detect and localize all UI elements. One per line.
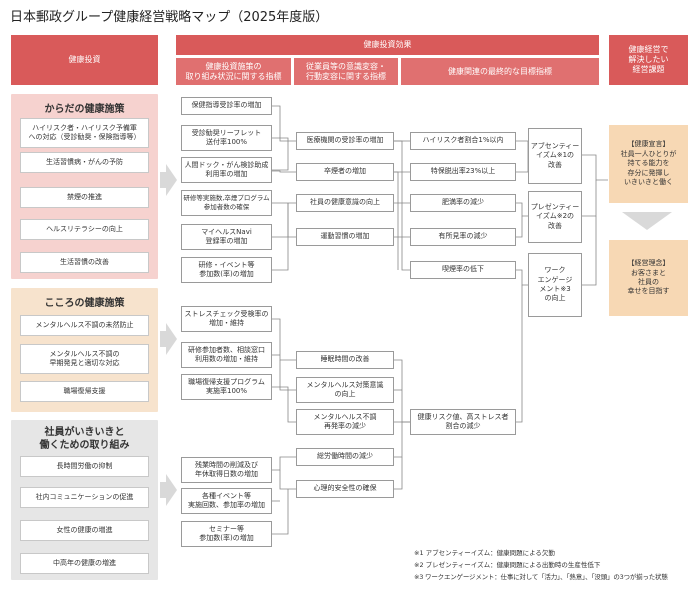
col1-return-program: 職場復帰支援プログラム 実施率100% [181, 374, 272, 400]
goal-management-philosophy-body: お客さまと 社員の 幸せを目指す [627, 268, 670, 296]
col2-quit-smokers: 卒煙者の増加 [296, 163, 394, 181]
mind-item-prevention: メンタルヘルス不調の未然防止 [20, 315, 149, 336]
col2-sleep: 睡眠時間の改善 [296, 351, 394, 369]
arrow-down [622, 212, 672, 230]
col1-seminar: セミナー等 参加数(率)の増加 [181, 521, 272, 547]
col3-health-risk: 健康リスク値、高ストレス者 割合の減少 [410, 409, 516, 435]
col3-obesity: 肥満率の減少 [410, 194, 516, 212]
header-col3: 健康関連の最終的な目標指標 [401, 58, 599, 85]
col1-navi-registration: マイヘルスNavi 登録率の増加 [181, 224, 272, 250]
goal-management-philosophy-title: 【経営理念】 [627, 259, 670, 268]
col1-counseling: 研修参加者数、相談窓口 利用数の増加・維持 [181, 342, 272, 368]
col2-working-hours: 総労働時間の減少 [296, 448, 394, 466]
arrow-work [160, 474, 177, 506]
work-item-communication: 社内コミュニケーションの促進 [20, 487, 149, 508]
col2-medical-visit: 医療機関の受診率の増加 [296, 132, 394, 150]
col2-exercise: 運動習慣の増加 [296, 228, 394, 246]
col3-findings: 有所見率の減少 [410, 228, 516, 246]
header-col1: 健康投資施策の 取り組み状況に関する指標 [176, 58, 291, 85]
link-lines [272, 105, 608, 535]
header-investment: 健康投資 [11, 35, 158, 85]
page-title: 日本郵政グループ健康経営戦略マップ（2025年度版） [10, 10, 329, 25]
body-item-literacy: ヘルスリテラシーの向上 [20, 219, 149, 240]
mind-item-return: 職場復帰支援 [20, 381, 149, 402]
col1-stress-check: ストレスチェック受検率の 増加・維持 [181, 306, 272, 332]
body-item-prevention: 生活習慣病・がんの予防 [20, 152, 149, 173]
col2-mental-awareness: メンタルヘルス対策意識 の向上 [296, 377, 394, 403]
arrow-body [160, 164, 177, 196]
goal-health-declaration: 【健康宣言】 社員一人ひとりが 持てる能力を 存分に発揮し いきいきと働く [609, 125, 688, 203]
work-item-women: 女性の健康の増進 [20, 520, 149, 541]
goal-health-declaration-body: 社員一人ひとりが 持てる能力を 存分に発揮し いきいきと働く [620, 149, 677, 187]
col1-guidance-rate: 保健指導受診率の増加 [181, 97, 272, 115]
body-item-lifestyle: 生活習慣の改善 [20, 252, 149, 273]
col4-absenteeism: アブセンティー イズム※1の 改善 [528, 128, 582, 184]
mind-item-early: メンタルヘルス不調の 早期発見と適切な対応 [20, 344, 149, 374]
col1-leaflet-rate: 受診勧奨リーフレット 送付率100% [181, 125, 272, 151]
work-item-overtime: 長時間労働の抑制 [20, 456, 149, 477]
col1-event-count: 各種イベント等 実施回数、参加率の増加 [181, 488, 272, 514]
footnote-1: ※1 アブセンティーイズム：健康問題による欠勤 [414, 549, 555, 557]
header-issues: 健康経営で 解決したい 経営課題 [609, 35, 688, 85]
footnote-3: ※3 ワークエンゲージメント：仕事に対して「活力」、「熱意」、「没頭」の3つが揃… [414, 573, 668, 581]
goal-management-philosophy: 【経営理念】 お客さまと 社員の 幸せを目指す [609, 240, 688, 316]
arrow-mind [160, 323, 177, 355]
body-item-smoking: 禁煙の推進 [20, 187, 149, 208]
group-arrows [160, 164, 672, 506]
group-body-title: からだの健康施策 [44, 104, 125, 115]
header-effect: 健康投資効果 [176, 35, 599, 55]
work-item-senior: 中高年の健康の増進 [20, 553, 149, 574]
group-work-title: 社員がいきいきと 働くための取り組み [39, 427, 130, 451]
footnote-2: ※2 プレゼンティーイズム：健康問題による出勤時の生産性低下 [414, 561, 601, 569]
goal-health-declaration-title: 【健康宣言】 [627, 140, 670, 149]
header-col2: 従業員等の意識変容・ 行動変容に関する指標 [294, 58, 398, 85]
col3-tokuho-exit: 特保脱出率23%以上 [410, 163, 516, 181]
col2-health-awareness: 社員の健康意識の向上 [296, 194, 394, 212]
col1-smoking-program: 研修等実施数,卒煙プログラム 参加者数の確保 [181, 190, 272, 216]
col2-mental-relapse: メンタルヘルス不調 再発率の減少 [296, 409, 394, 435]
col3-smoking-rate: 喫煙率の低下 [410, 261, 516, 279]
group-mind-title: こころの健康施策 [44, 298, 125, 309]
col4-engagement: ワーク エンゲージ メント※3 の向上 [528, 253, 582, 317]
col1-dock-subsidy: 人間ドック・がん検診助成 利用率の増加 [181, 157, 272, 183]
col3-highrisk-ratio: ハイリスク者割合1%以内 [410, 132, 516, 150]
col1-training-events: 研修・イベント等 参加数(率)の増加 [181, 257, 272, 283]
body-item-highrisk: ハイリスク者・ハイリスク予備軍 への対応（受診勧奨・保険指導等） [20, 118, 149, 148]
col1-overtime: 残業時間の削減及び 年休取得日数の増加 [181, 457, 272, 483]
col4-presenteeism: プレゼンティー イズム※2の 改善 [528, 191, 582, 243]
col2-psych-safety: 心理的安全性の確保 [296, 480, 394, 498]
